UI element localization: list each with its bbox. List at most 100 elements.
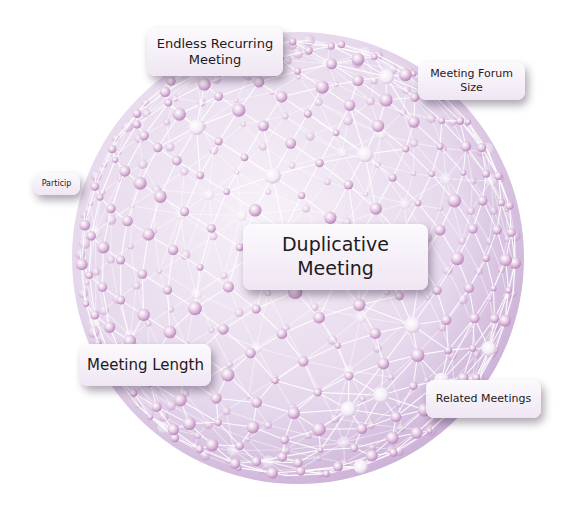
network-dot — [337, 436, 350, 449]
network-line — [448, 318, 474, 350]
network-line — [86, 304, 98, 343]
network-line — [318, 392, 382, 395]
network-dot — [167, 77, 176, 86]
network-dot — [117, 296, 126, 305]
network-dot — [315, 159, 323, 167]
network-dot — [214, 92, 223, 101]
network-dot — [130, 389, 137, 396]
network-dot — [363, 192, 368, 197]
network-line — [112, 114, 137, 149]
network-line — [228, 247, 239, 287]
network-line — [209, 192, 269, 195]
network-dot — [408, 116, 419, 127]
network-dot — [370, 328, 381, 339]
network-dot — [366, 96, 375, 105]
network-dot — [352, 75, 363, 86]
network-dot — [324, 178, 331, 185]
network-dot — [340, 401, 356, 417]
network-line — [440, 121, 442, 147]
network-dot — [438, 117, 445, 124]
network-dot — [153, 143, 163, 153]
label-text: Particip — [42, 179, 72, 189]
network-dot — [96, 194, 103, 201]
network-line — [223, 309, 256, 329]
network-line — [209, 150, 214, 195]
label-text: Duplicative Meeting — [249, 233, 422, 281]
network-dot — [464, 283, 474, 293]
network-dot — [323, 470, 330, 477]
network-dot — [316, 455, 322, 461]
network-line — [415, 97, 442, 120]
network-line — [302, 163, 320, 196]
network-dot — [411, 348, 425, 362]
network-line — [463, 173, 482, 201]
network-dot — [296, 466, 305, 475]
network-dot — [267, 467, 278, 478]
network-line — [467, 151, 473, 181]
network-dot — [305, 46, 313, 54]
network-line — [100, 160, 115, 197]
network-dot — [314, 388, 322, 396]
network-dot — [492, 225, 502, 235]
network-dot — [277, 452, 287, 462]
network-dot — [83, 301, 89, 307]
network-line — [102, 287, 109, 327]
network-dot — [91, 182, 100, 191]
network-line — [130, 286, 136, 337]
network-dot — [104, 322, 115, 333]
label-box: Endless Recurring Meeting — [147, 28, 283, 76]
network-dot — [296, 74, 301, 79]
network-dot — [415, 200, 422, 207]
network-dot — [353, 299, 366, 312]
network-dot — [172, 156, 182, 166]
network-dot — [151, 402, 161, 412]
network-line — [294, 409, 349, 413]
network-line — [251, 334, 282, 353]
network-dot — [409, 382, 418, 391]
network-dot — [456, 117, 464, 125]
network-line — [469, 258, 486, 288]
network-line — [347, 194, 366, 222]
network-line — [111, 259, 118, 298]
network-line — [393, 149, 406, 178]
network-dot — [490, 314, 499, 323]
network-dot — [373, 387, 389, 403]
network-line — [148, 309, 170, 323]
network-dot — [469, 177, 477, 185]
network-line — [338, 333, 375, 345]
network-line — [285, 440, 321, 450]
network-dot — [281, 113, 288, 120]
network-dot — [411, 427, 423, 439]
network-dot — [276, 91, 288, 103]
network-dot — [467, 207, 475, 215]
network-line — [256, 461, 298, 462]
network-line — [393, 178, 418, 203]
network-dot — [133, 120, 141, 128]
network-dot — [145, 320, 151, 326]
network-dot — [277, 328, 288, 339]
network-dot — [203, 189, 215, 201]
network-dot — [85, 271, 93, 279]
network-line — [405, 179, 446, 204]
network-dot — [280, 435, 289, 444]
network-dot — [106, 204, 115, 213]
network-dot — [137, 309, 149, 321]
label-text: Meeting Length — [87, 356, 204, 375]
network-dot — [391, 411, 402, 422]
network-dot — [289, 162, 296, 169]
network-dot — [288, 407, 300, 419]
network-dot — [428, 170, 435, 177]
label-text: Endless Recurring Meeting — [153, 36, 277, 69]
network-dot — [355, 312, 366, 323]
network-dot — [451, 252, 464, 265]
network-line — [282, 450, 320, 457]
network-dot — [189, 119, 205, 135]
network-dot — [79, 220, 90, 231]
network-line — [272, 77, 299, 92]
network-dot — [384, 290, 390, 296]
network-line — [251, 353, 276, 380]
network-line — [257, 347, 304, 361]
network-line — [432, 146, 440, 173]
network-line — [134, 393, 151, 417]
network-dot — [482, 254, 490, 262]
